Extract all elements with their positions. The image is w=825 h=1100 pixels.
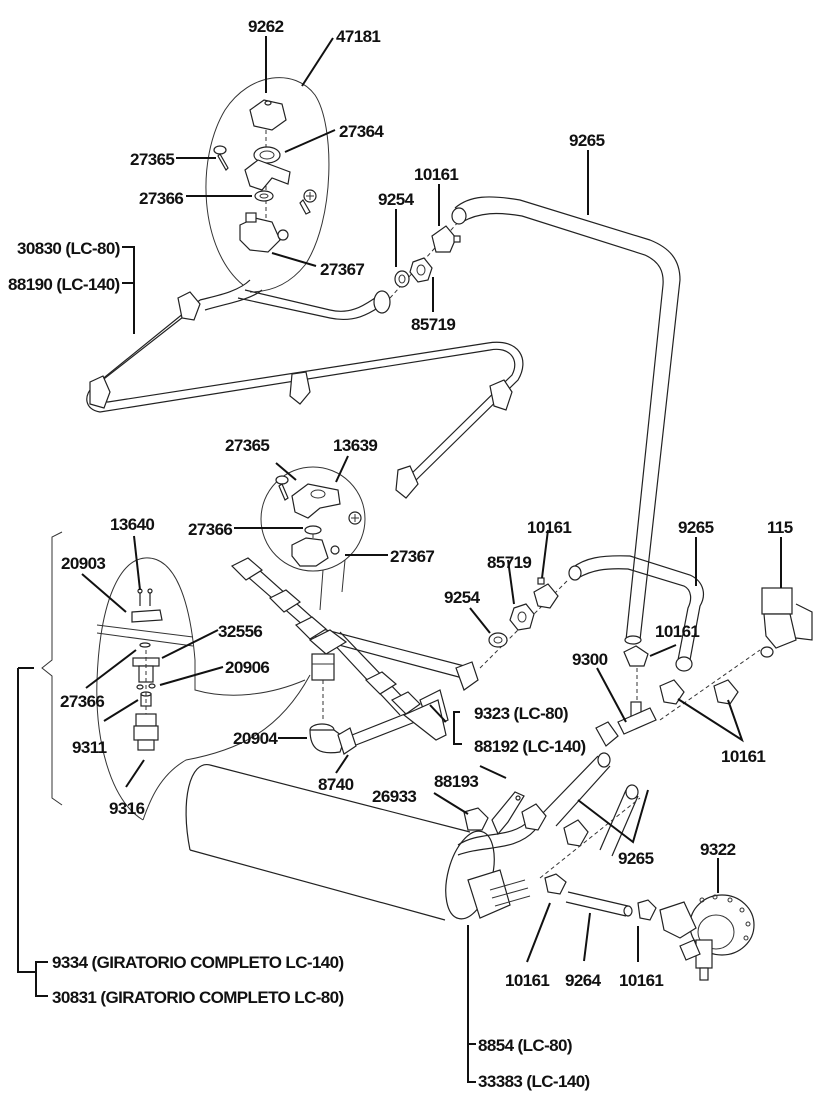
detail-bubble-mid bbox=[260, 466, 366, 611]
label-27365-top: 27365 bbox=[130, 150, 174, 169]
label-88192: 88192 (LC-140) bbox=[474, 737, 586, 756]
clamp-10161-low-left bbox=[544, 873, 567, 895]
label-9311: 9311 bbox=[72, 738, 107, 757]
label-10161-mid: 10161 bbox=[527, 518, 571, 537]
tube-9265-long bbox=[451, 196, 681, 645]
label-27367-top: 27367 bbox=[320, 260, 364, 279]
label-9254-top: 9254 bbox=[378, 190, 415, 209]
clamp-10161-tee bbox=[623, 645, 649, 700]
label-9262: 9262 bbox=[248, 17, 284, 36]
label-10161-low-left: 10161 bbox=[505, 971, 549, 990]
label-10161-tee: 10161 bbox=[655, 622, 699, 641]
tube-9265-mid bbox=[479, 555, 705, 672]
label-26933: 26933 bbox=[372, 787, 416, 806]
label-13639: 13639 bbox=[333, 436, 377, 455]
tee-9300 bbox=[595, 701, 657, 747]
clamp-10161-top bbox=[431, 225, 461, 253]
clamps-10161-pair bbox=[659, 649, 761, 721]
label-9322: 9322 bbox=[700, 840, 736, 859]
clamp-10161-low-right bbox=[637, 899, 657, 921]
label-32556: 32556 bbox=[218, 622, 262, 641]
screw-27365-mid bbox=[275, 475, 289, 501]
washer-27366-top bbox=[254, 190, 274, 202]
label-20903: 20903 bbox=[61, 554, 105, 573]
label-115: 115 bbox=[767, 518, 793, 537]
detail-bubble-left bbox=[96, 557, 311, 821]
screws-13640 bbox=[137, 588, 153, 606]
label-10161-pair: 10161 bbox=[721, 747, 765, 766]
tubes-9265-lower bbox=[521, 752, 641, 879]
boiler bbox=[185, 764, 536, 921]
clamp-upper-13639 bbox=[291, 483, 341, 519]
washer-9254-top bbox=[394, 270, 410, 288]
screw-27365-top bbox=[213, 145, 229, 171]
solenoid-valve-115 bbox=[760, 587, 813, 658]
label-20904: 20904 bbox=[233, 729, 278, 748]
label-27366-mid: 27366 bbox=[188, 520, 232, 539]
part-labels: 9262 47181 27364 27365 27366 27367 30830… bbox=[8, 17, 793, 1091]
washer-27366-mid bbox=[304, 525, 322, 555]
leader-lines bbox=[17, 36, 782, 1083]
label-10161-top: 10161 bbox=[414, 165, 458, 184]
tube-9264 bbox=[565, 891, 633, 917]
nut-85719-mid bbox=[509, 603, 535, 631]
label-9265-mid: 9265 bbox=[678, 518, 714, 537]
label-9323: 9323 (LC-80) bbox=[474, 704, 568, 723]
label-9300: 9300 bbox=[572, 650, 608, 669]
label-85719-mid: 85719 bbox=[487, 553, 531, 572]
fitting-26933 bbox=[463, 807, 489, 831]
label-33383: 33383 (LC-140) bbox=[478, 1072, 590, 1091]
clamp-10161-mid bbox=[533, 577, 559, 609]
bracket-88193 bbox=[491, 791, 525, 836]
screw-side-top bbox=[299, 189, 317, 215]
pressure-regulator-9322 bbox=[659, 894, 755, 981]
label-8740: 8740 bbox=[318, 775, 354, 794]
label-27365-mid: 27365 bbox=[225, 436, 269, 455]
washer-9254-mid bbox=[488, 632, 508, 648]
label-27366-top: 27366 bbox=[139, 189, 183, 208]
label-9265-low: 9265 bbox=[618, 849, 654, 868]
screw-side-mid bbox=[348, 511, 362, 525]
label-20906: 20906 bbox=[225, 658, 269, 677]
clamp-lower-27367-mid bbox=[291, 537, 340, 567]
label-88190: 88190 (LC-140) bbox=[8, 275, 120, 294]
detail-bubble-top bbox=[199, 77, 330, 311]
label-9316: 9316 bbox=[109, 799, 145, 818]
balls-20906 bbox=[136, 683, 156, 690]
clamp-20903 bbox=[131, 609, 163, 623]
label-88193: 88193 bbox=[434, 772, 478, 791]
swivel-arm-assembly bbox=[230, 557, 479, 729]
nut-85719-top bbox=[409, 257, 433, 283]
clamp-upper-27364 bbox=[244, 146, 291, 191]
label-10161-low-right: 10161 bbox=[619, 971, 663, 990]
nut-8740 bbox=[337, 711, 416, 755]
label-8854: 8854 (LC-80) bbox=[478, 1036, 572, 1055]
label-85719-top: 85719 bbox=[411, 315, 455, 334]
label-9254-mid: 9254 bbox=[444, 588, 481, 607]
label-9265-top: 9265 bbox=[569, 131, 605, 150]
label-27366-low: 27366 bbox=[60, 692, 104, 711]
fitting-9316 bbox=[133, 650, 159, 751]
label-30831: 30831 (GIRATORIO COMPLETO LC-80) bbox=[52, 988, 344, 1007]
label-47181: 47181 bbox=[336, 27, 380, 46]
label-13640: 13640 bbox=[110, 515, 154, 534]
label-9264: 9264 bbox=[565, 971, 602, 990]
clamp-lower-27367 bbox=[239, 212, 289, 253]
washer-27366-low bbox=[139, 642, 151, 648]
label-27364: 27364 bbox=[339, 122, 384, 141]
label-9334: 9334 (GIRATORIO COMPLETO LC-140) bbox=[52, 953, 344, 972]
label-27367-mid: 27367 bbox=[390, 547, 434, 566]
label-30830: 30830 (LC-80) bbox=[17, 239, 120, 258]
bracket-brace-left bbox=[41, 531, 63, 806]
